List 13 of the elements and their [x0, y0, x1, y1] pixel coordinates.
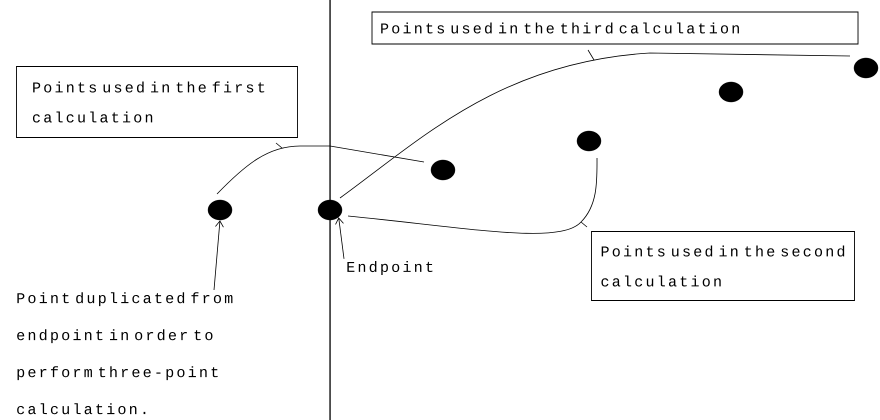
data-point — [318, 200, 342, 220]
callout-box: Points used in the first calculation — [16, 66, 298, 138]
leader-arrow — [214, 220, 224, 290]
callout-box: Points used in the third calculation — [372, 12, 858, 44]
note-text: Point duplicated from endpoint in order to perform three-point calculation. — [17, 292, 232, 414]
data-point — [576, 130, 602, 152]
leader-arrow — [335, 217, 344, 260]
data-point — [718, 82, 744, 102]
note-text: Endpoint — [347, 261, 432, 275]
data-point — [430, 160, 456, 180]
data-point — [854, 58, 878, 78]
callout-box: Points used in the second calculation — [591, 231, 855, 301]
data-point — [208, 200, 232, 220]
